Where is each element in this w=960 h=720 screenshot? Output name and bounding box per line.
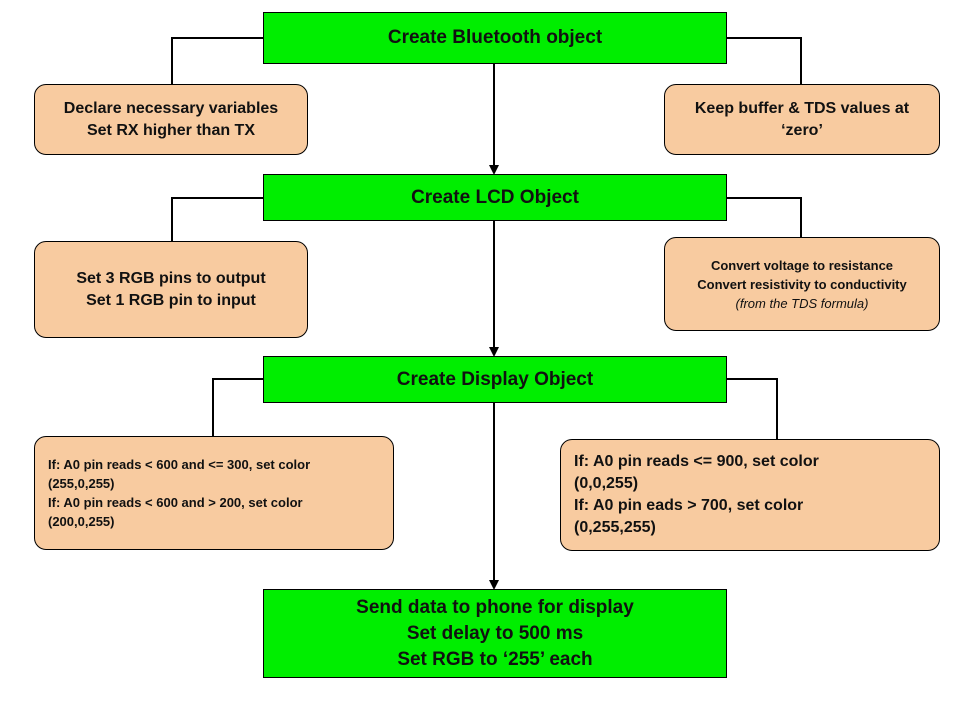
- node-text: If: A0 pin reads < 600 and > 200, set co…: [48, 495, 303, 510]
- connector-bluetooth-declare: [171, 37, 264, 85]
- node-text: Set 1 RGB pin to input: [86, 291, 256, 309]
- connector-lcd-convert: [726, 197, 802, 238]
- node-text: Convert resistivity to conductivity: [697, 276, 907, 292]
- create-lcd-node: Create LCD Object: [263, 174, 727, 221]
- convert-voltage-node: Convert voltage to resistance Convert re…: [664, 237, 940, 331]
- declare-variables-node: Declare necessary variables Set RX highe…: [34, 84, 308, 155]
- keep-buffer-node: Keep buffer & TDS values at ‘zero’: [664, 84, 940, 155]
- node-text: If: A0 pin reads < 600 and <= 300, set c…: [48, 457, 311, 472]
- node-text: If: A0 pin eads > 700, set color: [574, 497, 804, 514]
- node-text: Keep buffer & TDS values at: [694, 99, 910, 117]
- node-text: Set RX higher than TX: [86, 121, 255, 139]
- node-text: (200,0,255): [48, 514, 115, 529]
- create-bluetooth-node: Create Bluetooth object: [263, 12, 727, 64]
- node-text: (0,255,255): [574, 519, 656, 536]
- create-display-node: Create Display Object: [263, 356, 727, 403]
- if-left-node: If: A0 pin reads < 600 and <= 300, set c…: [34, 436, 394, 550]
- node-note: (from the TDS formula): [735, 295, 869, 311]
- node-text: Create LCD Object: [411, 186, 579, 208]
- if-right-node: If: A0 pin reads <= 900, set color (0,0,…: [560, 439, 940, 551]
- node-text: Set 3 RGB pins to output: [76, 269, 266, 287]
- connector-display-ifleft: [212, 378, 264, 437]
- rgb-pins-node: Set 3 RGB pins to output Set 1 RGB pin t…: [34, 241, 308, 338]
- node-text: If: A0 pin reads <= 900, set color: [574, 453, 819, 470]
- node-text: Create Bluetooth object: [387, 27, 603, 48]
- connector-bluetooth-buffer: [726, 37, 802, 85]
- node-text: (255,0,255): [48, 476, 115, 491]
- node-text: Set delay to 500 ms: [406, 622, 584, 644]
- node-text: Set RGB to ‘255’ each: [397, 648, 593, 670]
- node-text: ‘zero’: [781, 121, 823, 139]
- node-text: Convert voltage to resistance: [710, 257, 894, 273]
- connector-lcd-rgb: [171, 197, 264, 242]
- node-text: Create Display Object: [396, 368, 594, 390]
- node-text: Send data to phone for display: [356, 596, 634, 618]
- node-text: Declare necessary variables: [63, 99, 279, 117]
- node-text: (0,0,255): [574, 475, 639, 492]
- connector-display-ifright: [726, 378, 778, 440]
- send-data-node: Send data to phone for display Set delay…: [263, 589, 727, 678]
